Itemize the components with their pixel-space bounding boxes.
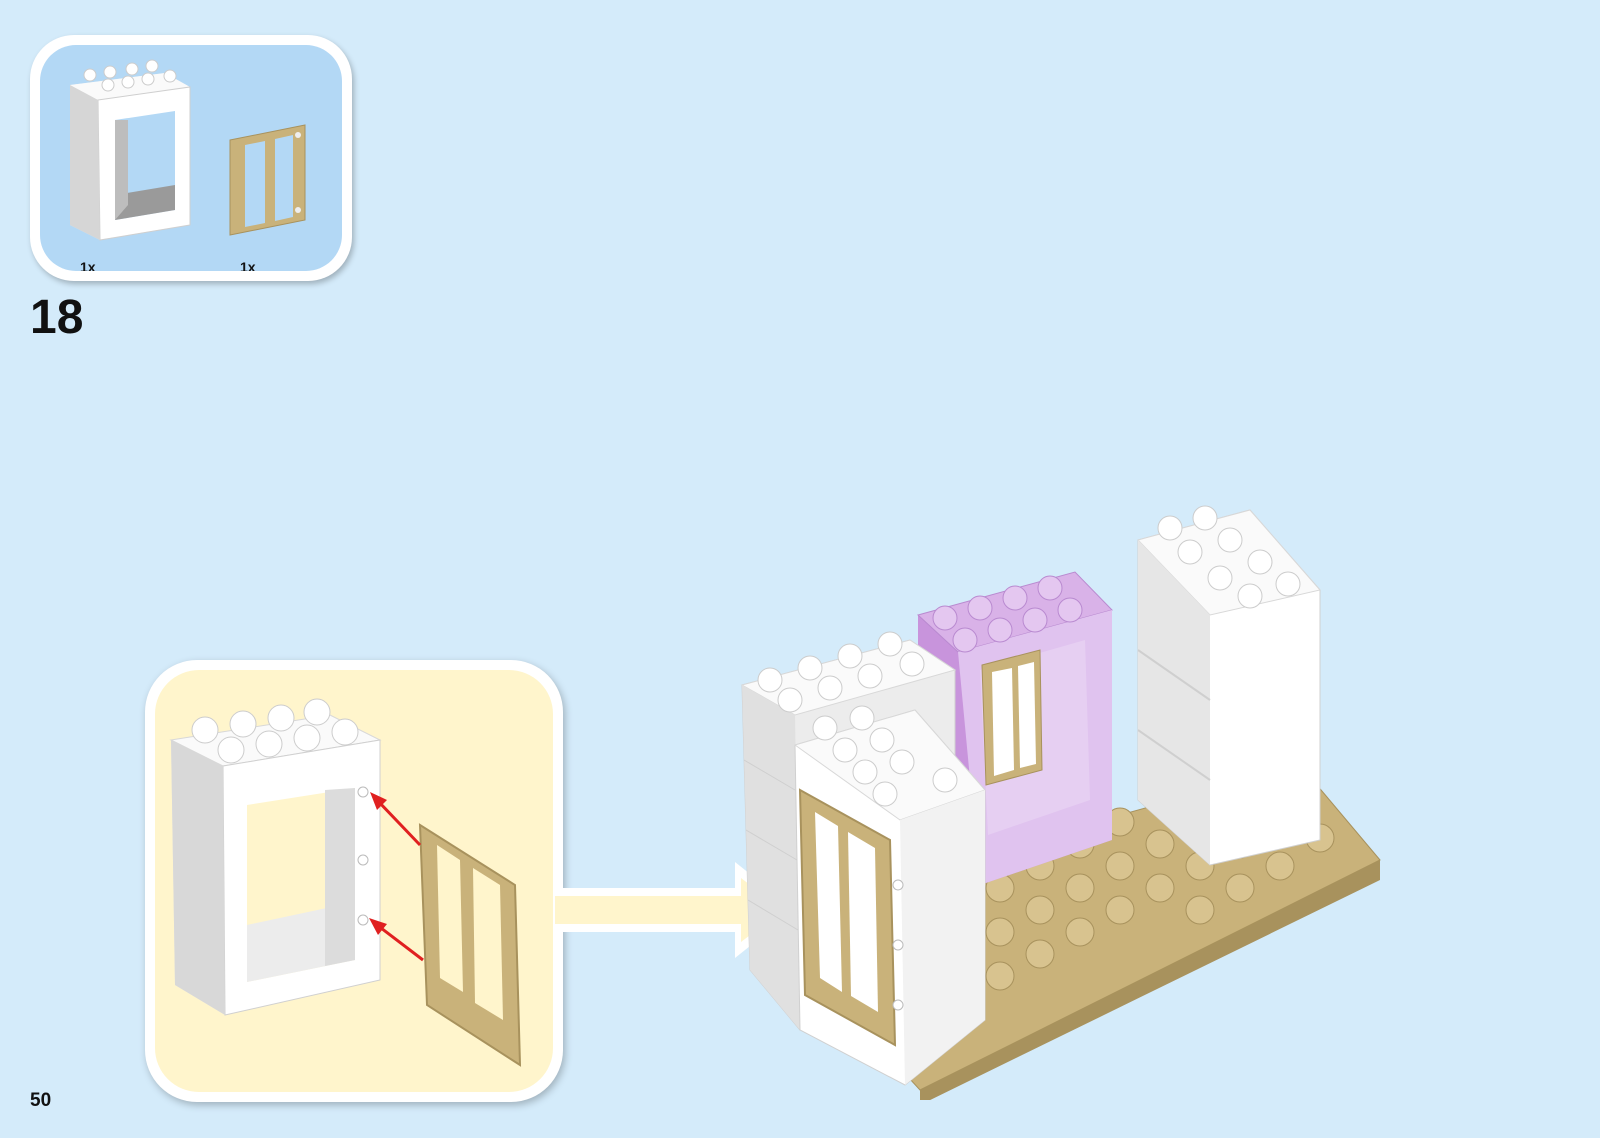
white-door-frame-brick: [171, 699, 380, 1015]
subassembly-callout: [145, 660, 563, 1102]
page-number: 50: [30, 1090, 51, 1112]
subassembly-panel: [155, 670, 553, 1092]
part-quantity: 1x: [80, 259, 96, 271]
front-door-frame: [795, 706, 985, 1085]
part-quantity: 1x: [240, 259, 256, 271]
white-shelf-tower: [1138, 506, 1320, 865]
white-door-frame-brick: [70, 60, 190, 240]
step-number: 18: [30, 290, 83, 345]
parts-list-callout: 1x 1x: [30, 35, 352, 281]
parts-illustration: [40, 45, 342, 271]
tan-door: [420, 825, 520, 1065]
subassembly-illustration: [155, 670, 553, 1092]
parts-list-panel: 1x 1x: [40, 45, 342, 271]
main-model-illustration: [740, 500, 1400, 1100]
tan-door: [230, 125, 305, 235]
